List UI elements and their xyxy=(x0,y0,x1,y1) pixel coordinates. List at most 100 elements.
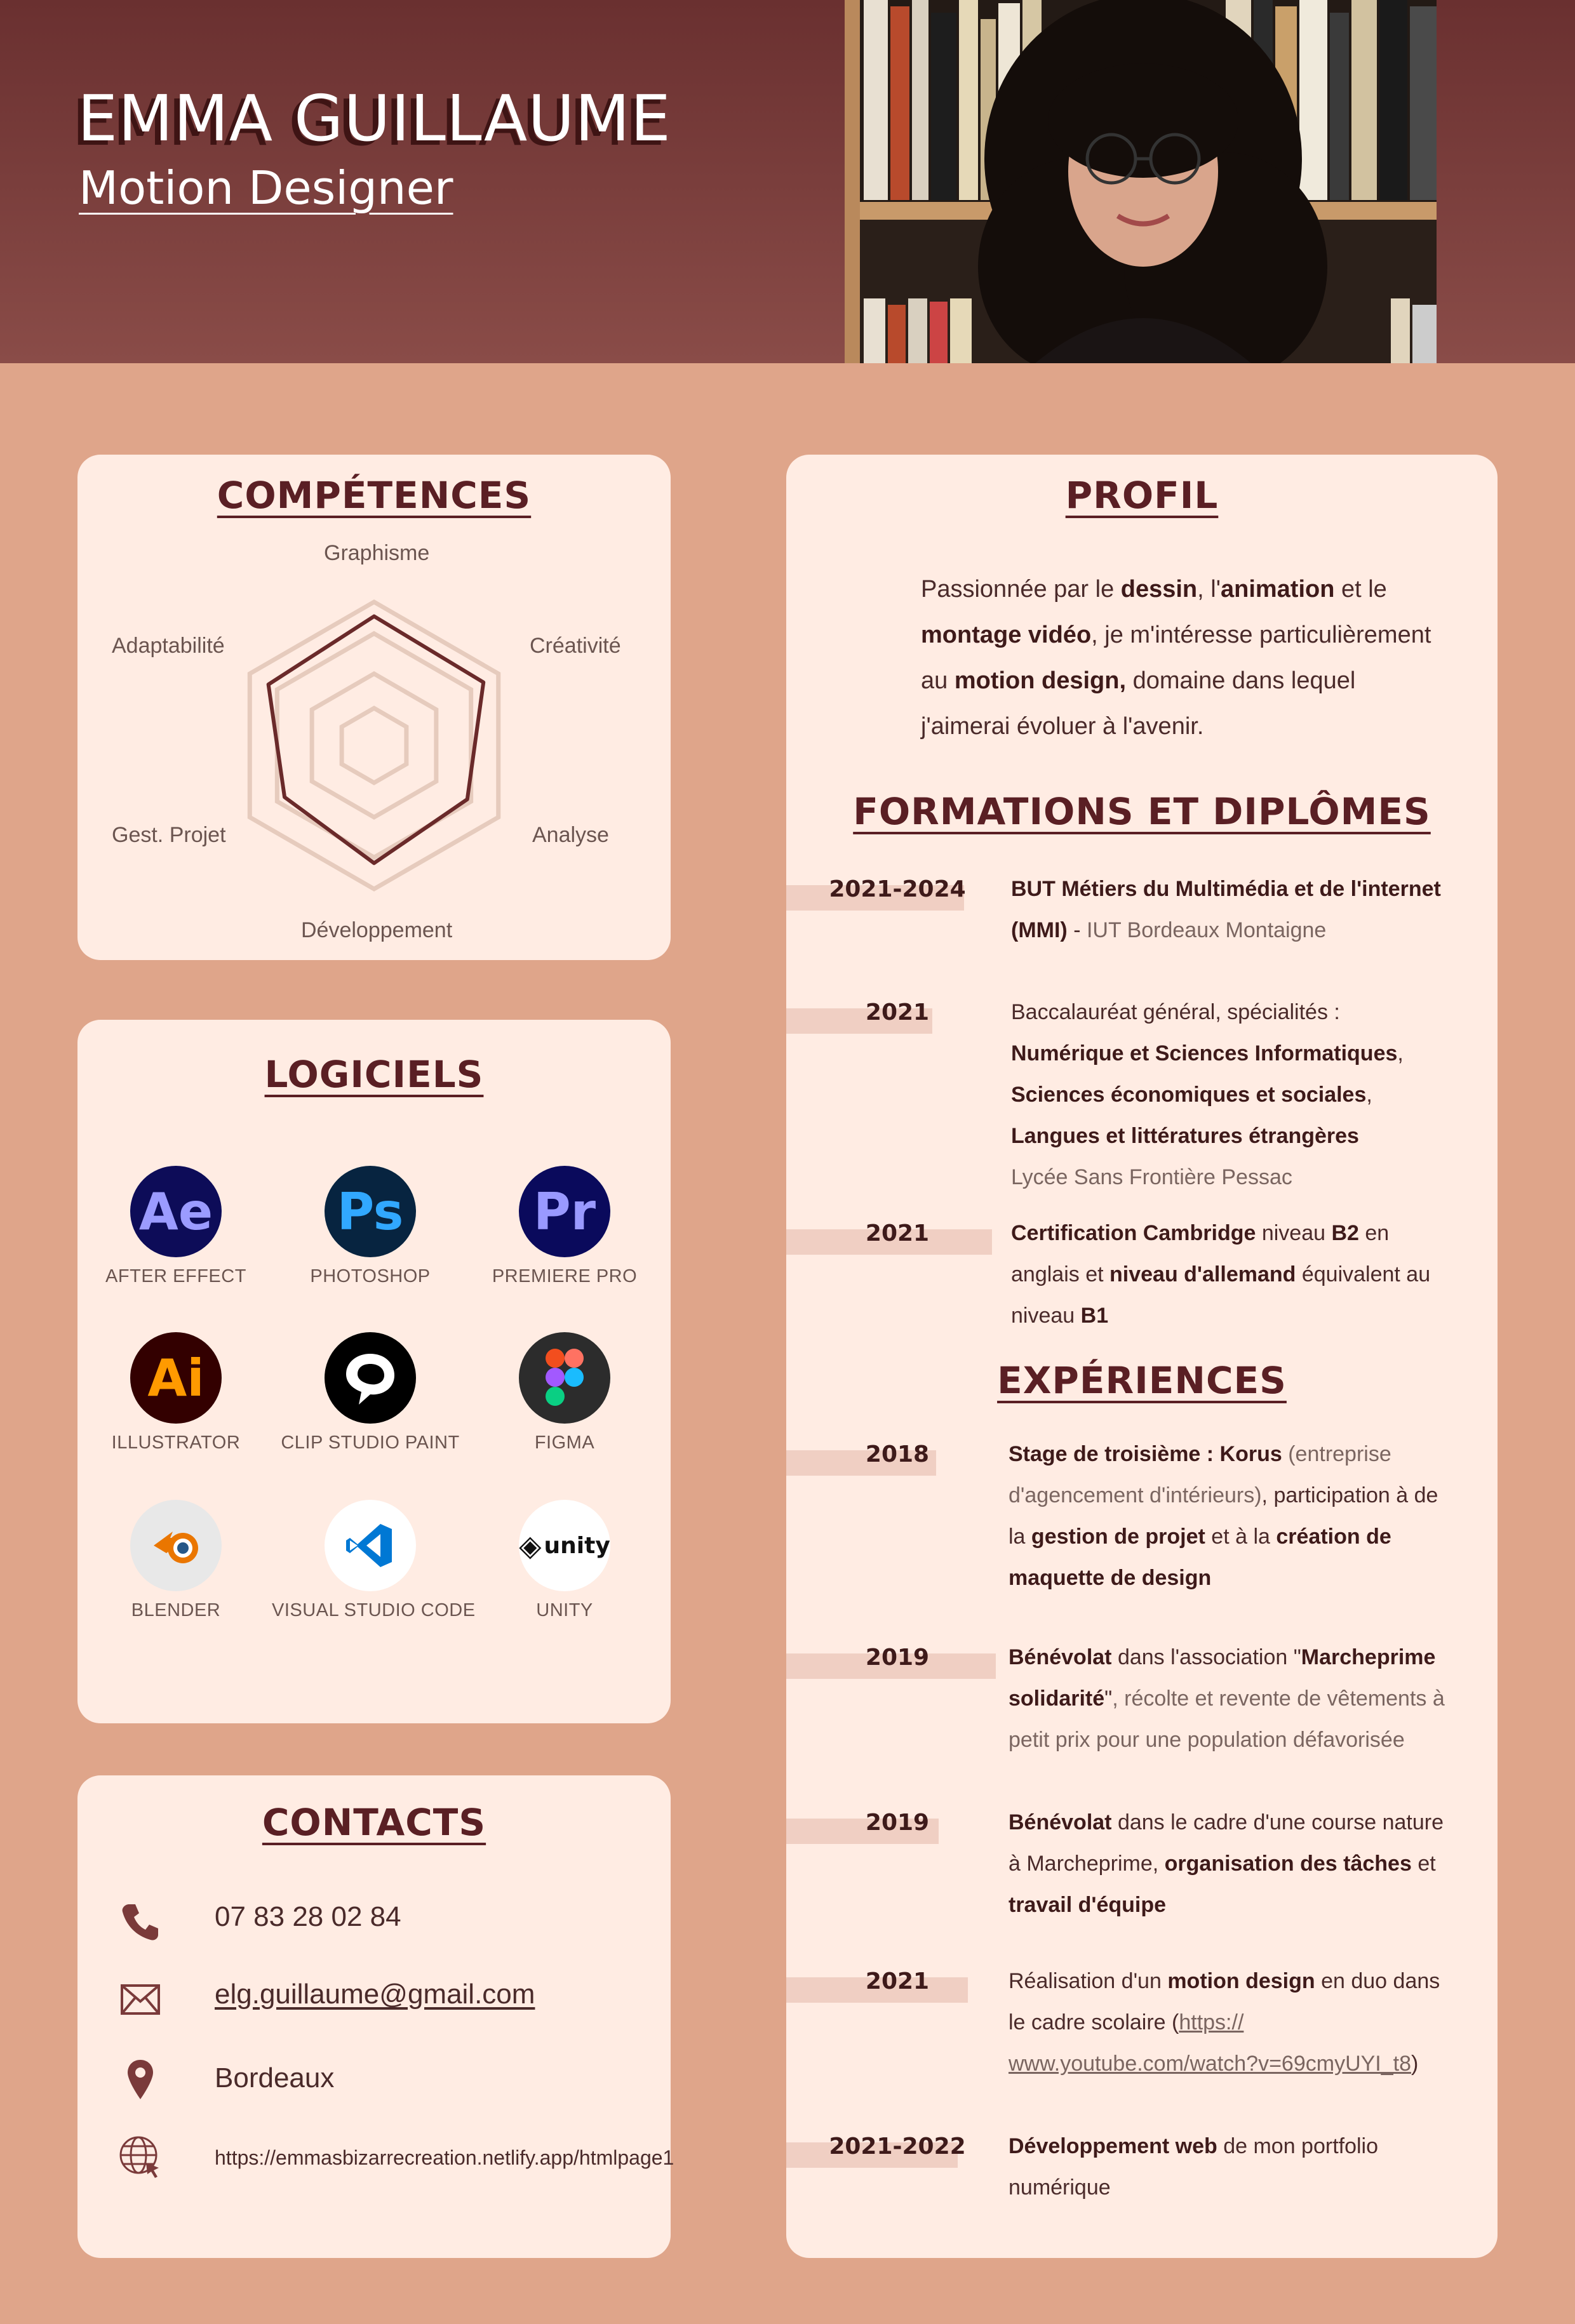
email-link[interactable]: elg.guillaume@gmail.com xyxy=(215,1979,535,2010)
timeline-text-segment: niveau d'allemand xyxy=(1109,1262,1296,1286)
timeline-year: 2019 xyxy=(865,1810,930,1836)
timeline-text-segment: - xyxy=(1067,918,1087,942)
timeline-text-segment: Stage de troisième : Korus xyxy=(1009,1442,1282,1466)
timeline-text-segment: motion design xyxy=(1167,1969,1315,1993)
logiciels-title: LOGICIELS xyxy=(264,1053,484,1096)
photoshop-icon: Ps xyxy=(325,1166,416,1257)
timeline-bar xyxy=(786,1229,992,1255)
competences-card: COMPÉTENCES Graphisme Créativité Analyse… xyxy=(77,455,671,960)
skills-radar-chart xyxy=(247,599,501,892)
timeline-text-segment: et xyxy=(1411,1852,1436,1876)
radar-grid-ring xyxy=(339,705,409,785)
timeline-text-segment: , récolte et revente de vêtements à peti… xyxy=(1009,1686,1445,1752)
profil-title: PROFIL xyxy=(1065,474,1219,517)
radar-grid-ring xyxy=(274,631,474,860)
timeline-description: Réalisation d'un motion design en duo da… xyxy=(1009,1961,1453,2085)
radar-grid-ring xyxy=(247,599,501,892)
timeline-text-segment: B2 xyxy=(1331,1221,1359,1245)
after-effects-icon: Ae xyxy=(130,1166,222,1257)
software-photoshop: Ps PHOTOSHOP xyxy=(272,1166,469,1287)
timeline-text-segment: , xyxy=(1397,1041,1404,1065)
timeline-text-segment: de mon portfolio numérique xyxy=(1009,2134,1379,2200)
website-link[interactable]: https://emmasbizarrecreation.netlify.app… xyxy=(215,2146,674,2169)
software-vscode: VISUAL STUDIO CODE xyxy=(272,1500,476,1621)
software-label: PHOTOSHOP xyxy=(310,1266,431,1286)
profile-text-segment: domaine dans lequel j'aimerai évoluer à … xyxy=(921,667,1356,740)
profile-text-segment: , l' xyxy=(1197,576,1221,603)
timeline-text-segment[interactable]: https:// www.youtube.com/watch?v=69cmyUY… xyxy=(1009,2010,1412,2076)
profile-text-segment: motion design, xyxy=(954,667,1127,694)
timeline-bar xyxy=(786,1977,968,2003)
timeline-bar xyxy=(786,885,964,911)
timeline-text-segment: Certification Cambridge xyxy=(1011,1221,1256,1245)
timeline-text-segment: Bénévolat xyxy=(1009,1810,1112,1834)
timeline-text-segment: , xyxy=(1366,1083,1372,1107)
profile-text-segment: et le xyxy=(1334,576,1387,603)
timeline-text-segment: (entreprise d'agencement d'intérieurs) xyxy=(1009,1442,1391,1507)
timeline-text-segment: équivalent au niveau xyxy=(1011,1262,1431,1328)
profile-photo xyxy=(845,0,1437,363)
contacts-title: CONTACTS xyxy=(262,1801,486,1844)
software-label: UNITY xyxy=(536,1600,593,1620)
software-figma: FIGMA xyxy=(466,1332,663,1453)
timeline-text-segment: Lycée Sans Frontière Pessac xyxy=(1011,1165,1292,1189)
timeline-text-segment: Baccalauréat général, spécialités : xyxy=(1011,1000,1340,1024)
profile-card: PROFIL Passionnée par le dessin, l'anima… xyxy=(786,455,1498,2258)
radar-label-creativite: Créativité xyxy=(530,634,621,658)
person-name: EMMA GUILLAUME xyxy=(77,81,671,156)
blender-icon xyxy=(130,1500,222,1591)
timeline-text-segment: dans l'association " xyxy=(1111,1645,1301,1669)
globe-icon xyxy=(118,2135,163,2179)
experiences-title: EXPÉRIENCES xyxy=(997,1359,1287,1402)
timeline-text-segment: organisation des tâches xyxy=(1164,1852,1412,1876)
timeline-text-segment: Marcheprime solidarité xyxy=(1009,1645,1436,1711)
software-label: ILLUSTRATOR xyxy=(111,1432,241,1453)
job-title: Motion Designer xyxy=(79,161,453,215)
profile-text: Passionnée par le dessin, l'animation et… xyxy=(921,566,1442,749)
timeline-text-segment: en duo dans le cadre scolaire ( xyxy=(1009,1969,1440,2034)
phone-number[interactable]: 07 83 28 02 84 xyxy=(215,1901,401,1932)
timeline-year: 2021 xyxy=(865,1220,930,1246)
timeline-description: BUT Métiers du Multimédia et de l'intern… xyxy=(1011,869,1456,951)
software-blender: BLENDER xyxy=(77,1500,274,1621)
software-unity: ◈unity UNITY xyxy=(466,1500,663,1621)
timeline-text-segment: Langues et littératures étrangères xyxy=(1011,1124,1359,1148)
timeline-text-segment: création de maquette de design xyxy=(1009,1525,1391,1590)
timeline-description: Développement web de mon portfolio numér… xyxy=(1009,2126,1453,2208)
software-after-effects: Ae AFTER EFFECT xyxy=(77,1166,274,1287)
timeline-text-segment: Numérique et Sciences Informatiques xyxy=(1011,1041,1398,1065)
software-illustrator: Ai ILLUSTRATOR xyxy=(77,1332,274,1453)
timeline-year: 2021-2024 xyxy=(829,876,966,902)
timeline-text-segment: BUT Métiers du Multimédia et de l'intern… xyxy=(1011,877,1441,942)
radar-label-gest-projet: Gest. Projet xyxy=(112,823,226,847)
radar-label-adaptabilite: Adaptabilité xyxy=(112,634,225,658)
radar-grid-ring xyxy=(309,671,439,820)
timeline-text-segment: niveau xyxy=(1256,1221,1332,1245)
timeline-bar xyxy=(786,1450,936,1476)
illustrator-icon: Ai xyxy=(130,1332,222,1424)
phone-icon xyxy=(118,1900,163,1944)
formations-title: FORMATIONS ET DIPLÔMES xyxy=(853,790,1431,833)
timeline-text-segment: , participation à de la xyxy=(1009,1483,1438,1549)
vscode-icon xyxy=(325,1500,416,1591)
software-label: FIGMA xyxy=(534,1432,595,1453)
contacts-card: CONTACTS 07 83 28 02 84 elg.guillaume@gm… xyxy=(77,1775,674,2258)
timeline-text-segment: Développement web xyxy=(1009,2134,1217,2158)
clip-studio-paint-icon xyxy=(325,1332,416,1424)
timeline-year: 2021 xyxy=(865,1968,930,1994)
software-clip-studio-paint: CLIP STUDIO PAINT xyxy=(272,1332,469,1453)
software-label: CLIP STUDIO PAINT xyxy=(281,1432,460,1453)
software-label: PREMIERE PRO xyxy=(492,1266,638,1286)
timeline-text-segment: gestion de projet xyxy=(1031,1525,1205,1549)
software-label: VISUAL STUDIO CODE xyxy=(272,1600,476,1620)
timeline-description: Bénévolat dans le cadre d'une course nat… xyxy=(1009,1802,1453,1926)
profile-text-segment: Passionnée par le xyxy=(921,576,1121,603)
mail-icon xyxy=(118,1977,163,2022)
radar-label-developpement: Développement xyxy=(301,918,453,942)
location-pin-icon xyxy=(118,2057,163,2102)
timeline-description: Baccalauréat général, spécialités : Numér… xyxy=(1011,992,1456,1198)
radar-label-graphisme: Graphisme xyxy=(324,541,430,565)
timeline-bar xyxy=(786,2142,958,2168)
timeline-bar xyxy=(786,1008,932,1034)
logiciels-card: LOGICIELS Ae AFTER EFFECT Ps PHOTOSHOP P… xyxy=(77,1020,671,1723)
